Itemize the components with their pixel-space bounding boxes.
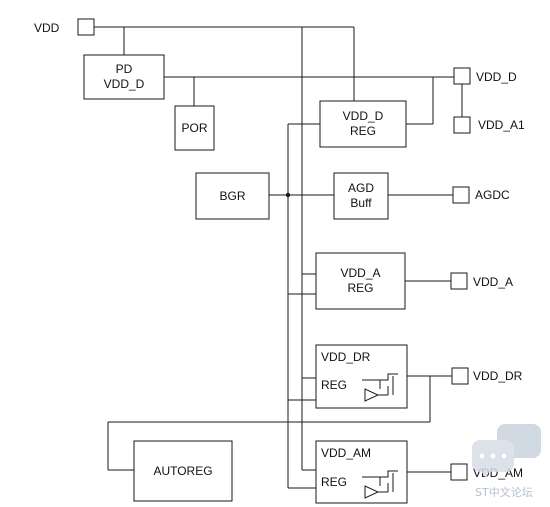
pin-vdd-a: VDD_A bbox=[450, 272, 513, 290]
vdd-d-reg-line2: REG bbox=[350, 124, 376, 138]
vdd-d-reg-line1: VDD_D bbox=[343, 109, 384, 123]
vdd-am-reg-label: REG bbox=[321, 475, 347, 489]
vdd-dr-reg-block: VDD_DR REG bbox=[315, 344, 408, 409]
pin-terminal bbox=[451, 367, 469, 385]
bgr-label: BGR bbox=[219, 189, 245, 203]
pd-line1: PD bbox=[116, 62, 133, 76]
pin-agdc-label: AGDC bbox=[475, 188, 510, 202]
pin-vdd-dr-label: VDD_DR bbox=[473, 369, 523, 383]
regulator-switch-icon bbox=[362, 373, 398, 402]
pin-terminal bbox=[453, 67, 471, 85]
pin-vdd-a-label: VDD_A bbox=[473, 275, 513, 289]
pin-vdd-a1: VDD_A1 bbox=[453, 116, 525, 134]
vdd-dr-title: VDD_DR bbox=[321, 350, 371, 364]
pin-vdd-label: VDD bbox=[34, 21, 60, 35]
pin-vdd-d-label: VDD_D bbox=[476, 70, 517, 84]
regulator-switch-icon bbox=[362, 470, 398, 499]
pin-terminal bbox=[77, 18, 95, 36]
pin-vdd-a1-label: VDD_A1 bbox=[478, 118, 525, 132]
pin-terminal bbox=[452, 186, 470, 204]
vdd-am-reg-block: VDD_AM REG bbox=[315, 440, 408, 504]
pin-vdd-dr: VDD_DR bbox=[451, 367, 523, 385]
pin-vdd-d: VDD_D bbox=[453, 67, 517, 85]
pd-line2: VDD_D bbox=[104, 77, 145, 91]
pin-terminal bbox=[453, 116, 471, 134]
vdd-a-reg-line2: REG bbox=[347, 281, 373, 295]
wiring bbox=[94, 26, 463, 489]
watermark-text: ST中文论坛 bbox=[475, 485, 533, 499]
chat-bubble-icon bbox=[472, 424, 541, 478]
agd-line1: AGD bbox=[348, 181, 374, 195]
vdd-d-reg-block: VDD_D REG bbox=[319, 100, 407, 148]
pin-terminal bbox=[450, 272, 468, 290]
vdd-dr-reg-label: REG bbox=[321, 378, 347, 392]
pd-vdd-d-block: PD VDD_D bbox=[83, 54, 165, 100]
pin-vdd: VDD bbox=[34, 18, 95, 36]
junction-dot bbox=[285, 192, 291, 198]
vdd-a-reg-block: VDD_A REG bbox=[315, 252, 406, 310]
pin-terminal bbox=[450, 463, 468, 481]
bgr-block: BGR bbox=[195, 172, 270, 220]
vdd-am-title: VDD_AM bbox=[321, 446, 371, 460]
forum-watermark: ST中文论坛 bbox=[472, 424, 541, 499]
por-block: POR bbox=[174, 105, 215, 151]
agd-line2: Buff bbox=[350, 196, 372, 210]
pin-agdc: AGDC bbox=[452, 186, 510, 204]
autoreg-label: AUTOREG bbox=[153, 464, 212, 478]
vdd-a-reg-line1: VDD_A bbox=[340, 266, 380, 280]
autoreg-block: AUTOREG bbox=[133, 440, 233, 502]
agd-buff-block: AGD Buff bbox=[333, 172, 389, 220]
por-label: POR bbox=[181, 121, 207, 135]
